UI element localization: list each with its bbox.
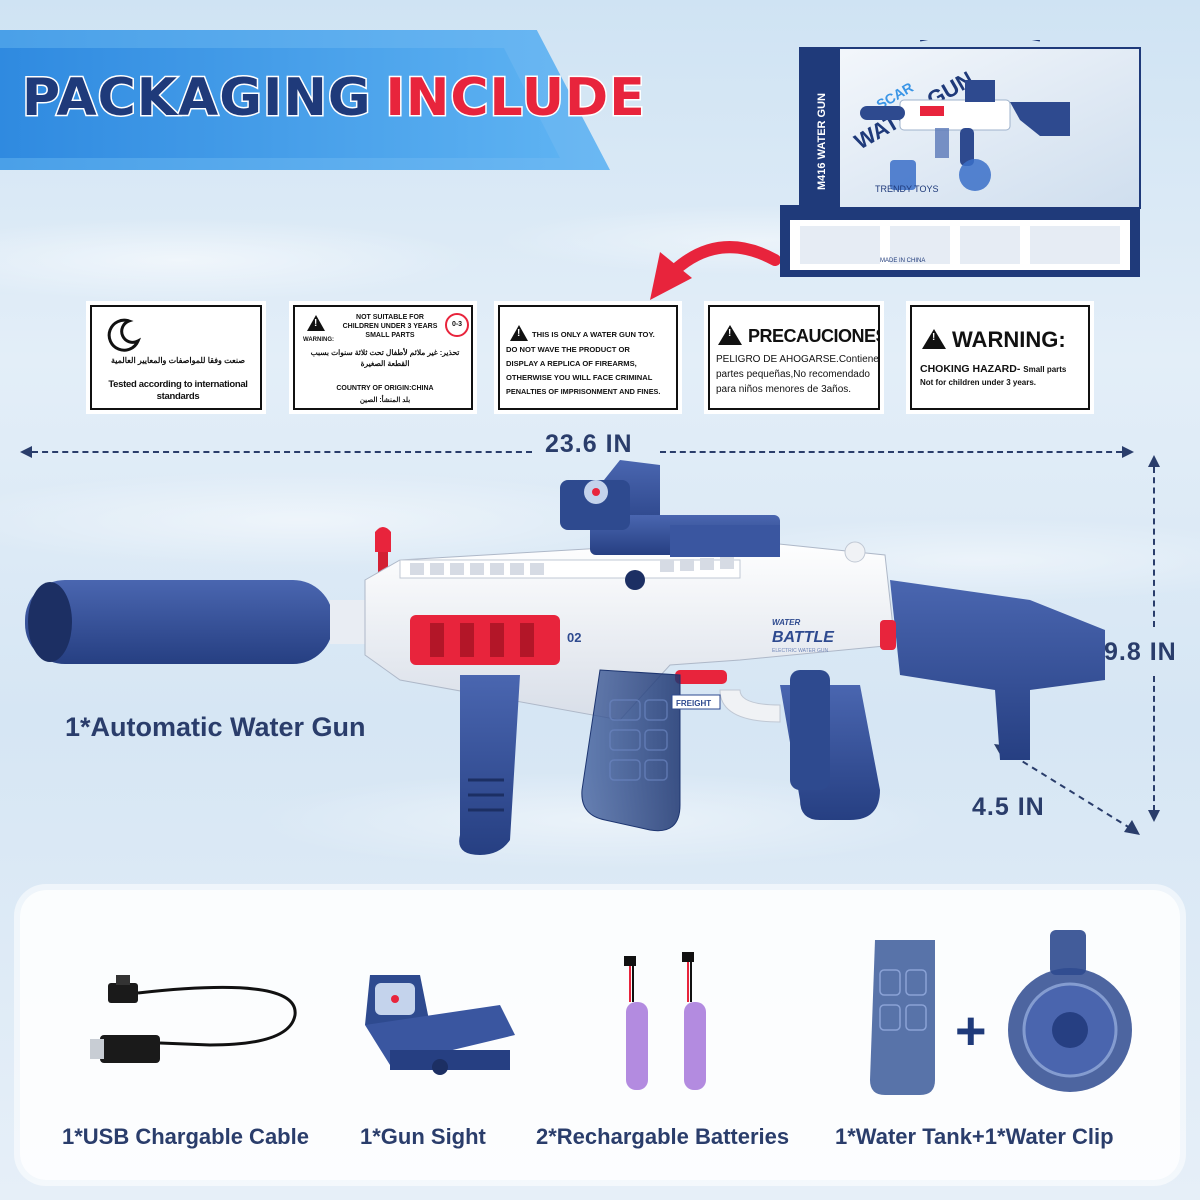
water-tank-icon (870, 940, 935, 1095)
choking-hazard-text: CHOKING HAZARD- (920, 363, 1021, 375)
height-arrow-bottom (1148, 810, 1160, 822)
gun-brand-sub: ELECTRIC WATER GUN (772, 648, 829, 654)
crescent-logo-icon (107, 318, 142, 352)
choking-line2: Not for children under 3 years. (920, 378, 1037, 387)
accessories-panel (20, 890, 1180, 1180)
disclaimer-line2: DO NOT WAVE THE PRODUCT OR (506, 345, 630, 354)
height-line-top (1153, 467, 1155, 627)
warning-triangle-icon (922, 329, 946, 349)
gun-sight-label: 1*Gun Sight (360, 1124, 486, 1149)
gun-sight-icon (365, 975, 515, 1075)
gun-number-text: 02 (567, 630, 581, 645)
origin-text: COUNTRY OF ORIGIN:CHINA (336, 385, 434, 392)
depth-dimension: 4.5 IN (972, 793, 1045, 821)
precauciones-line2: partes pequeñas,No recomendado (716, 369, 870, 380)
product-box-image: M416 WATER GUN WATER GUN SCAR TRENDY TOY… (780, 40, 1141, 277)
age-badge-text: 0-3 (451, 321, 463, 328)
water-gun-image: 02 WATER BATTLE ELECTRIC WATER GUN FREIG… (25, 460, 1105, 855)
usb-cable-icon (90, 975, 297, 1063)
standards-text: Tested according to international standa… (108, 379, 248, 402)
precauciones-line1: PELIGRO DE AHOGARSE.Contiene (716, 354, 879, 365)
toy-disclaimer-label-card: THIS IS ONLY A WATER GUN TOY. DO NOT WAV… (498, 305, 678, 410)
gun-mag-text: FREIGHT (676, 699, 711, 708)
water-tank-label: 1*Water Tank+1*Water Clip (835, 1124, 1114, 1149)
length-dimension: 23.6 IN (545, 430, 633, 458)
standards-arabic-text: صنعت وفقا للمواصفات والمعايير العالمية (110, 356, 246, 365)
origin-arabic-text: بلد المنشأ: الصين (359, 397, 411, 404)
gun-brand-top: WATER (772, 618, 801, 627)
length-line-left (32, 451, 532, 453)
age-line2: CHILDREN UNDER 3 YEARS (342, 323, 438, 330)
battery-icon (624, 952, 706, 1090)
length-arrow-left (20, 446, 32, 458)
disclaimer-line3: DISPLAY A REPLICA OF FIREARMS, (506, 359, 637, 368)
disclaimer-line1: THIS IS ONLY A WATER GUN TOY. (532, 330, 655, 339)
age-warning-word: WARNING: (303, 337, 334, 343)
warning-triangle-icon (307, 315, 325, 331)
age-line3: SMALL PARTS (365, 332, 415, 339)
box-tagline-text: TRENDY TOYS (875, 184, 939, 194)
precauciones-title: PRECAUCIONES: (748, 326, 880, 346)
precauciones-line3: para niños menores de 3años. (716, 384, 852, 395)
disclaimer-line5: PENALTIES OF IMPRISONMENT AND FINES. (506, 387, 661, 396)
choking-title: WARNING: (952, 327, 1066, 352)
plus-sign: + (955, 1001, 987, 1061)
box-made-in: MADE IN CHINA (880, 258, 925, 264)
age-badge-icon: 0-3 (445, 313, 469, 337)
warning-triangle-icon (510, 325, 528, 341)
length-line-right (660, 451, 1122, 453)
batteries-label: 2*Rechargable Batteries (536, 1124, 790, 1149)
gun-label: 1*Automatic Water Gun (65, 712, 366, 742)
age-warning-label-card: NOT SUITABLE FOR CHILDREN UNDER 3 YEARS … (293, 305, 473, 410)
height-arrow-top (1148, 455, 1160, 467)
disclaimer-line4: OTHERWISE YOU WILL FACE CRIMINAL (506, 373, 653, 382)
header-banner (0, 48, 560, 158)
height-line-bottom (1153, 676, 1155, 811)
standards-label-card: صنعت وفقا للمواصفات والمعايير العالمية T… (90, 305, 262, 410)
warning-triangle-icon (718, 325, 742, 345)
title-part1: PACKAGING (21, 67, 373, 130)
age-arabic-text: تحذير: غير ملائم لأطفال تحت ثلاثة سنوات … (310, 348, 460, 368)
choking-warning-label-card: WARNING: CHOKING HAZARD- Small parts Not… (910, 305, 1090, 410)
gun-brand: BATTLE (772, 629, 835, 646)
height-dimension: 9.8 IN (1104, 638, 1177, 666)
box-model-text: M416 WATER GUN (816, 93, 828, 190)
usb-cable-label: 1*USB Chargable Cable (62, 1124, 309, 1149)
length-arrow-right (1122, 446, 1134, 458)
water-clip-icon (1008, 930, 1132, 1092)
red-pointer-arrow-icon (650, 241, 780, 300)
age-line1: NOT SUITABLE FOR (356, 314, 424, 321)
choking-line1: CHOKING HAZARD- Small parts (920, 363, 1066, 376)
title-part2: INCLUDE (384, 67, 646, 130)
choking-small-parts: Small parts (1023, 365, 1067, 374)
precauciones-label-card: PRECAUCIONES: PELIGRO DE AHOGARSE.Contie… (708, 305, 880, 410)
